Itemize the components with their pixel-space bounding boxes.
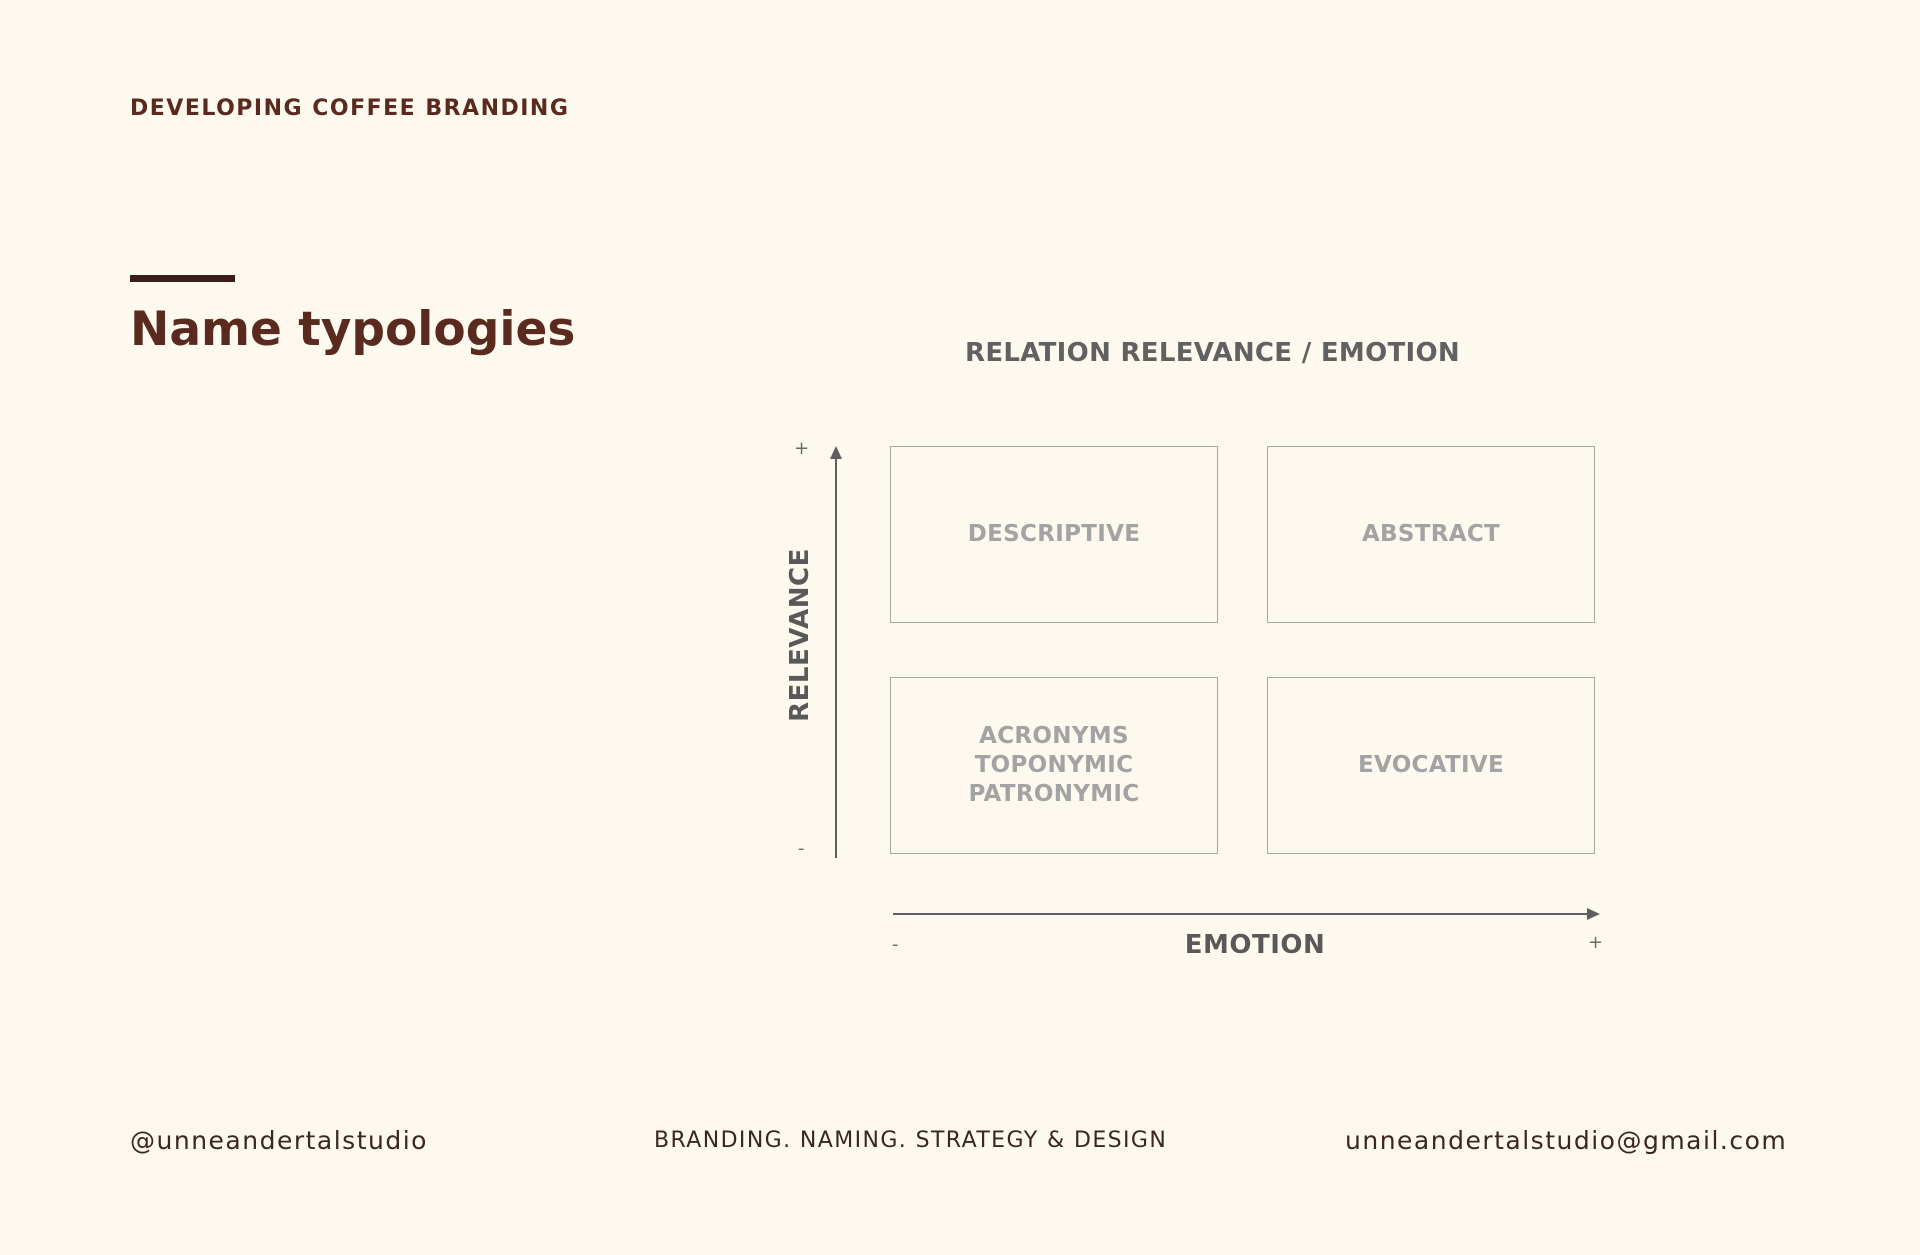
- quadrant-label: EVOCATIVE: [1357, 752, 1504, 778]
- quadrant-label: PATRONYMIC: [968, 781, 1140, 807]
- x-axis-label: EMOTION: [1184, 930, 1326, 960]
- quadrant-descriptive: DESCRIPTIVE: [890, 446, 1218, 623]
- footer-handle: @unneandertalstudio: [130, 1126, 428, 1155]
- x-axis-plus: +: [1588, 932, 1604, 953]
- quadrant-bottom-right-lines: EVOCATIVE: [1358, 751, 1504, 780]
- y-axis-label: RELEVANCE: [785, 548, 815, 722]
- quadrant-label: ABSTRACT: [1361, 521, 1501, 547]
- diagram-title: RELATION RELEVANCE / EMOTION: [965, 338, 1460, 368]
- y-axis-plus: +: [794, 438, 810, 459]
- title-rule: [130, 275, 235, 282]
- quadrant-bottom-left-lines: ACRONYMS TOPONYMIC PATRONYMIC: [969, 722, 1140, 809]
- page-title: Name typologies: [130, 302, 576, 357]
- quadrant-abstract: ABSTRACT: [1267, 446, 1595, 623]
- y-axis-arrow: [830, 446, 842, 858]
- x-axis-minus: -: [892, 934, 899, 955]
- quadrant-label: ACRONYMS: [979, 723, 1129, 749]
- quadrant-top-right-lines: ABSTRACT: [1362, 520, 1500, 549]
- quadrant-evocative: EVOCATIVE: [1267, 677, 1595, 854]
- section-kicker: DEVELOPING COFFEE BRANDING: [130, 96, 570, 121]
- quadrant-acronyms-toponymic-patronymic: ACRONYMS TOPONYMIC PATRONYMIC: [890, 677, 1218, 854]
- quadrant-label: DESCRIPTIVE: [967, 521, 1141, 547]
- footer-services: BRANDING. NAMING. STRATEGY & DESIGN: [654, 1128, 1168, 1153]
- quadrant-label: TOPONYMIC: [974, 752, 1134, 778]
- quadrant-top-left-lines: DESCRIPTIVE: [968, 520, 1140, 549]
- footer-email: unneandertalstudio@gmail.com: [1345, 1126, 1788, 1155]
- x-axis-arrow: [893, 908, 1600, 920]
- y-axis-minus: -: [798, 838, 805, 859]
